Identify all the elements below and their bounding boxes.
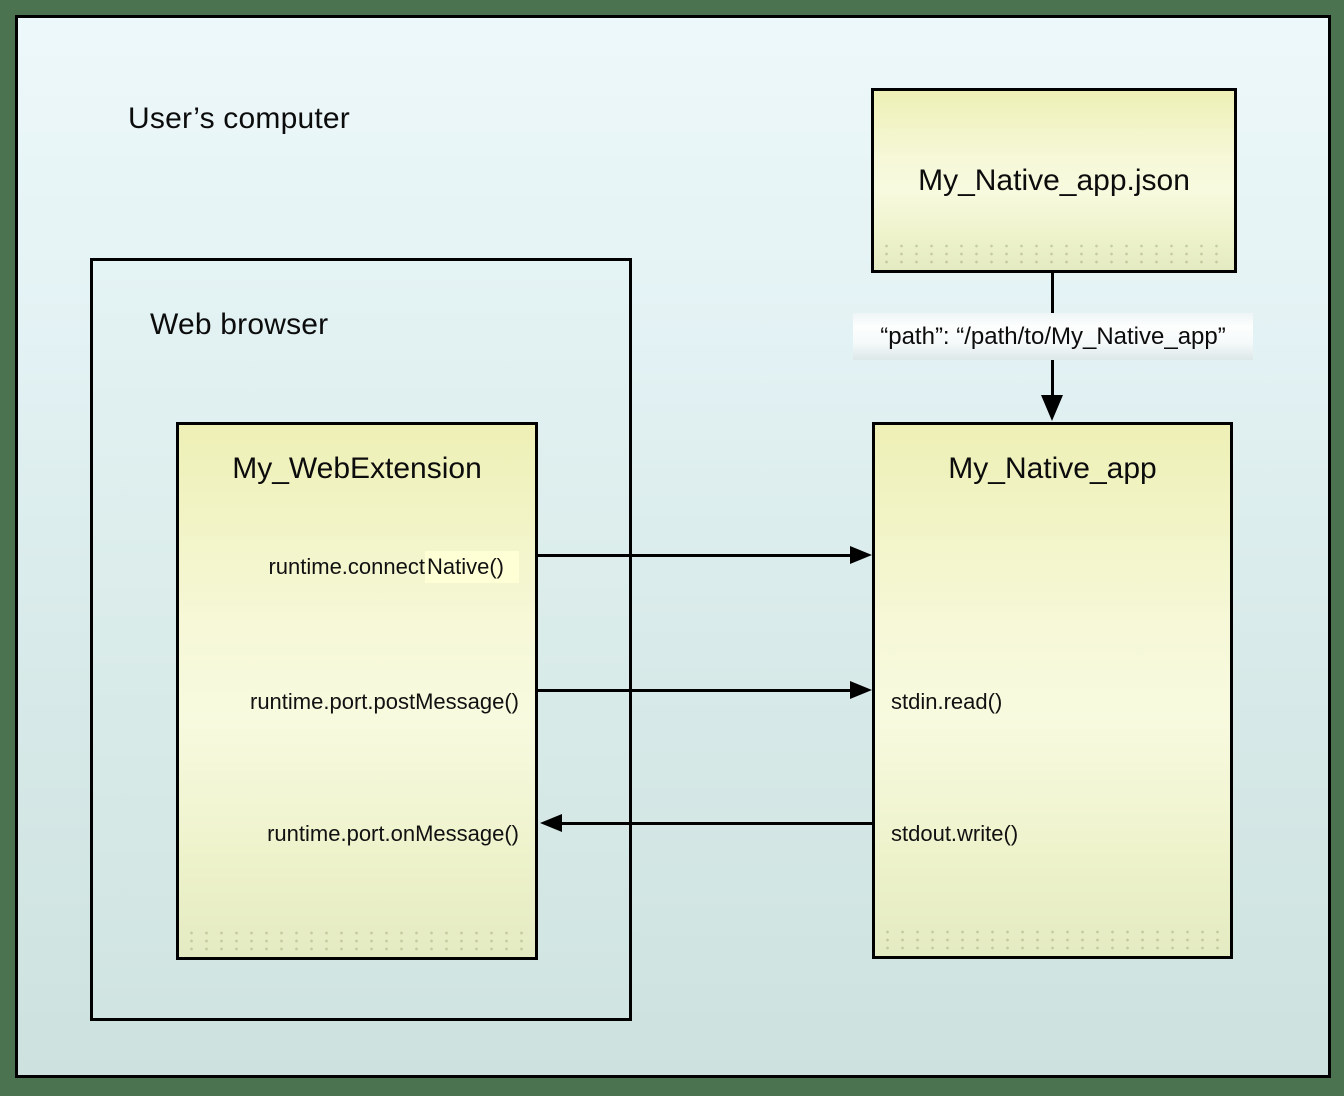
native-app-title: My_Native_app — [948, 452, 1157, 485]
native-app-box: My_Native_app stdin.read() stdout.write(… — [872, 422, 1233, 959]
manifest-json-title: My_Native_app.json — [918, 163, 1190, 197]
stdout-write-label: stdout.write() — [891, 821, 1019, 846]
manifest-arrow-line-lower — [1051, 359, 1054, 396]
on-message-label: runtime.port.onMessage() — [267, 821, 519, 846]
stdout-arrow-line — [560, 822, 873, 825]
path-annotation: “path”: “/path/to/My_Native_app” — [853, 313, 1253, 360]
connect-native-prefix: runtime.connect — [268, 554, 425, 579]
stdin-read-label: stdin.read() — [891, 689, 1003, 714]
connect-native-arrow-line — [538, 554, 852, 557]
post-message-arrow-line — [538, 689, 852, 692]
connect-native-arrowhead-icon — [850, 546, 872, 564]
manifest-arrow-line-upper — [1051, 273, 1054, 314]
manifest-arrowhead-down-icon — [1041, 395, 1063, 421]
post-message-arrowhead-icon — [850, 681, 872, 699]
connect-native-label: runtime.connectNative() — [268, 551, 519, 583]
connect-native-highlight: Native() — [424, 551, 519, 583]
webextension-title: My_WebExtension — [232, 452, 482, 485]
stdout-arrowhead-icon — [540, 814, 562, 832]
web-browser-label: Web browser — [150, 308, 329, 341]
post-message-label: runtime.port.postMessage() — [250, 689, 519, 714]
manifest-json-box: My_Native_app.json — [871, 88, 1237, 273]
webextension-box: My_WebExtension runtime.connectNative() … — [176, 422, 538, 960]
users-computer-label: User’s computer — [128, 102, 350, 135]
